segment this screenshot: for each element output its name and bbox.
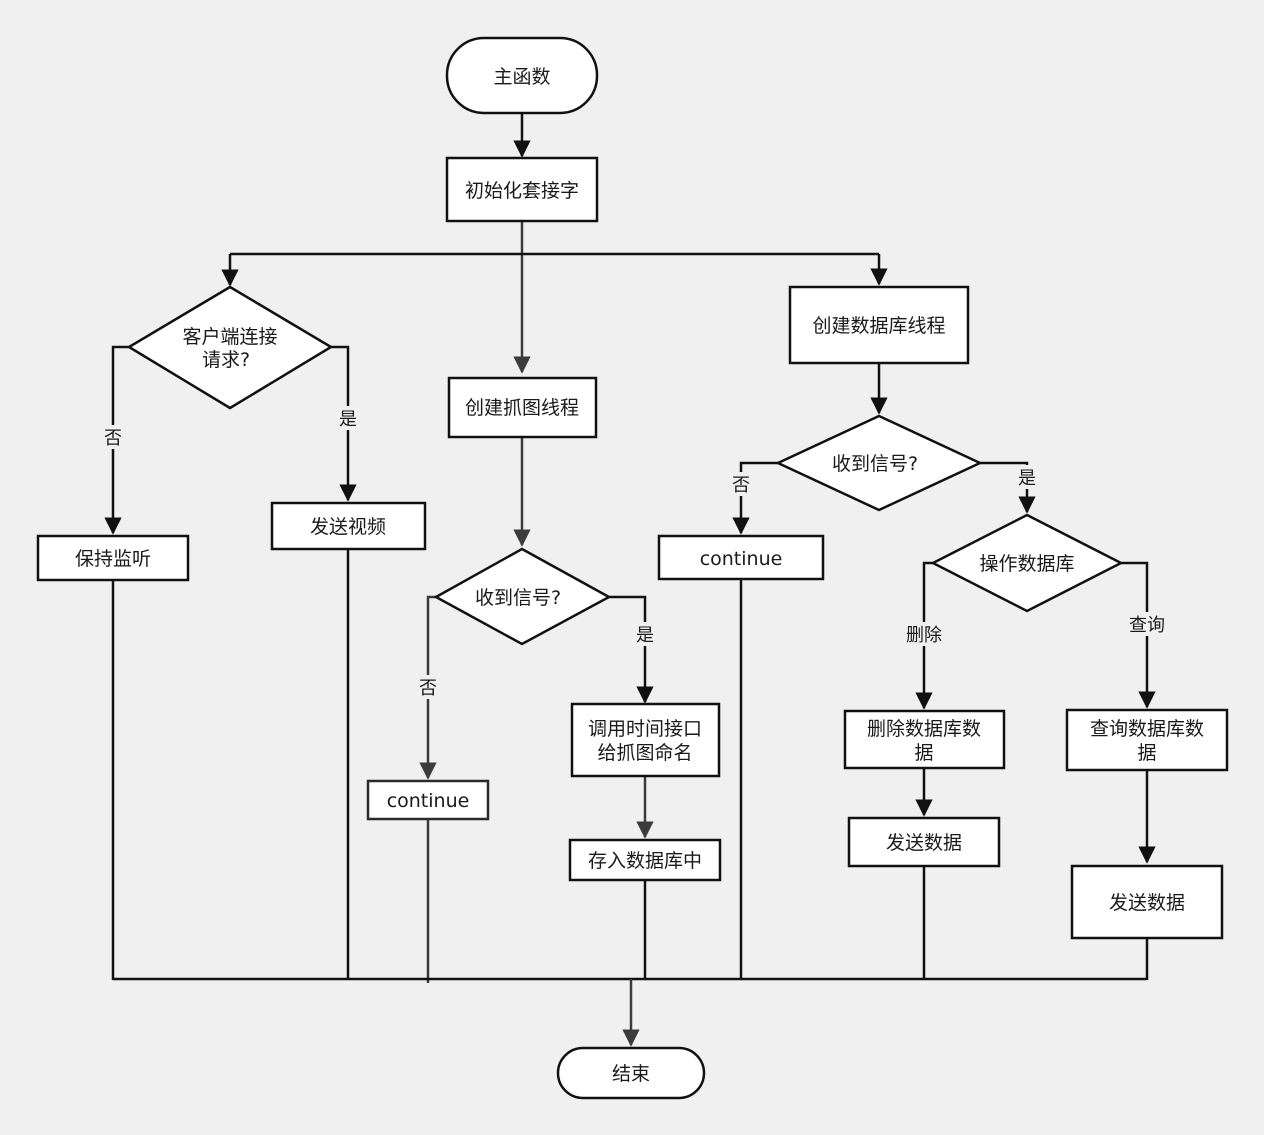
start-label: 主函数: [493, 66, 550, 88]
signal-db-decision: 收到信号?: [775, 414, 983, 512]
client-request-label-1: 客户端连接: [182, 326, 277, 348]
send-video-node: 发送视频: [270, 501, 427, 551]
svg-text:否: 否: [419, 678, 437, 699]
call-time-api-node: 调用时间接口 给抓图命名: [570, 702, 721, 778]
edge-db-yes: [980, 461, 1036, 514]
edge-capture-no: [419, 595, 437, 780]
end-label: 结束: [612, 1063, 650, 1085]
edge-label-db-yes: 是: [1017, 465, 1037, 489]
init-socket-node: 初始化套接字: [445, 156, 599, 223]
edge-op-delete: [915, 561, 933, 710]
create-capture-thread-node: 创建抓图线程: [447, 376, 598, 439]
send-data-query-node: 发送数据: [1070, 864, 1224, 940]
svg-text:是: 是: [339, 409, 357, 430]
end-node: 结束: [556, 1046, 706, 1100]
init-socket-label: 初始化套接字: [465, 180, 579, 202]
keep-listening-label: 保持监听: [75, 548, 151, 570]
send-data-delete-node: 发送数据: [847, 816, 1001, 868]
store-db-node: 存入数据库中: [568, 838, 722, 882]
edge-label-capture-yes: 是: [635, 622, 655, 646]
edge-client-no: [104, 345, 129, 535]
edge-capture-yes: [609, 595, 654, 704]
svg-text:查询: 查询: [1129, 615, 1165, 636]
create-db-thread-label: 创建数据库线程: [812, 315, 945, 337]
signal-capture-decision: 收到信号?: [433, 547, 612, 646]
store-db-label: 存入数据库中: [588, 850, 702, 872]
send-data-delete-label: 发送数据: [886, 832, 962, 854]
keep-listening-node: 保持监听: [36, 534, 190, 582]
signal-capture-label: 收到信号?: [475, 587, 561, 609]
continue-capture-node: continue: [366, 779, 490, 821]
edge-label-db-no: 否: [731, 472, 751, 496]
edge-client-yes: [331, 345, 357, 502]
operate-db-label: 操作数据库: [979, 553, 1074, 575]
edge-label-op-delete: 删除: [904, 622, 944, 646]
edge-op-query: [1121, 561, 1156, 709]
call-time-label-1: 调用时间接口: [588, 718, 702, 740]
operate-db-decision: 操作数据库: [930, 513, 1124, 613]
svg-text:否: 否: [104, 428, 122, 449]
edge-label-op-query: 查询: [1127, 612, 1167, 636]
signal-db-label: 收到信号?: [832, 453, 918, 475]
svg-text:是: 是: [636, 625, 654, 646]
continue-capture-label: continue: [387, 790, 470, 812]
edge-label-client-no: 否: [103, 425, 123, 449]
create-capture-thread-label: 创建抓图线程: [465, 397, 579, 419]
query-db-node: 查询数据库数 据: [1065, 708, 1229, 772]
client-request-decision: 客户端连接 请求?: [126, 285, 334, 410]
query-db-label-1: 查询数据库数: [1090, 718, 1204, 740]
continue-db-label: continue: [700, 548, 783, 570]
edge-label-client-yes: 是: [338, 406, 358, 430]
svg-text:是: 是: [1018, 468, 1036, 489]
edge-label-capture-no: 否: [418, 675, 438, 699]
continue-db-node: continue: [657, 534, 825, 581]
client-request-label-2: 请求?: [202, 349, 250, 371]
delete-db-node: 删除数据库数 据: [843, 709, 1006, 770]
svg-text:删除: 删除: [906, 625, 942, 646]
query-db-label-2: 据: [1137, 742, 1156, 764]
svg-text:否: 否: [732, 475, 750, 496]
send-data-query-label: 发送数据: [1109, 892, 1185, 914]
edge-db-no: [732, 461, 778, 535]
delete-db-label-1: 删除数据库数: [867, 718, 981, 740]
delete-db-label-2: 据: [914, 742, 933, 764]
create-db-thread-node: 创建数据库线程: [788, 285, 970, 365]
send-video-label: 发送视频: [310, 516, 386, 538]
start-node: 主函数: [445, 36, 599, 115]
call-time-label-2: 给抓图命名: [597, 742, 692, 764]
